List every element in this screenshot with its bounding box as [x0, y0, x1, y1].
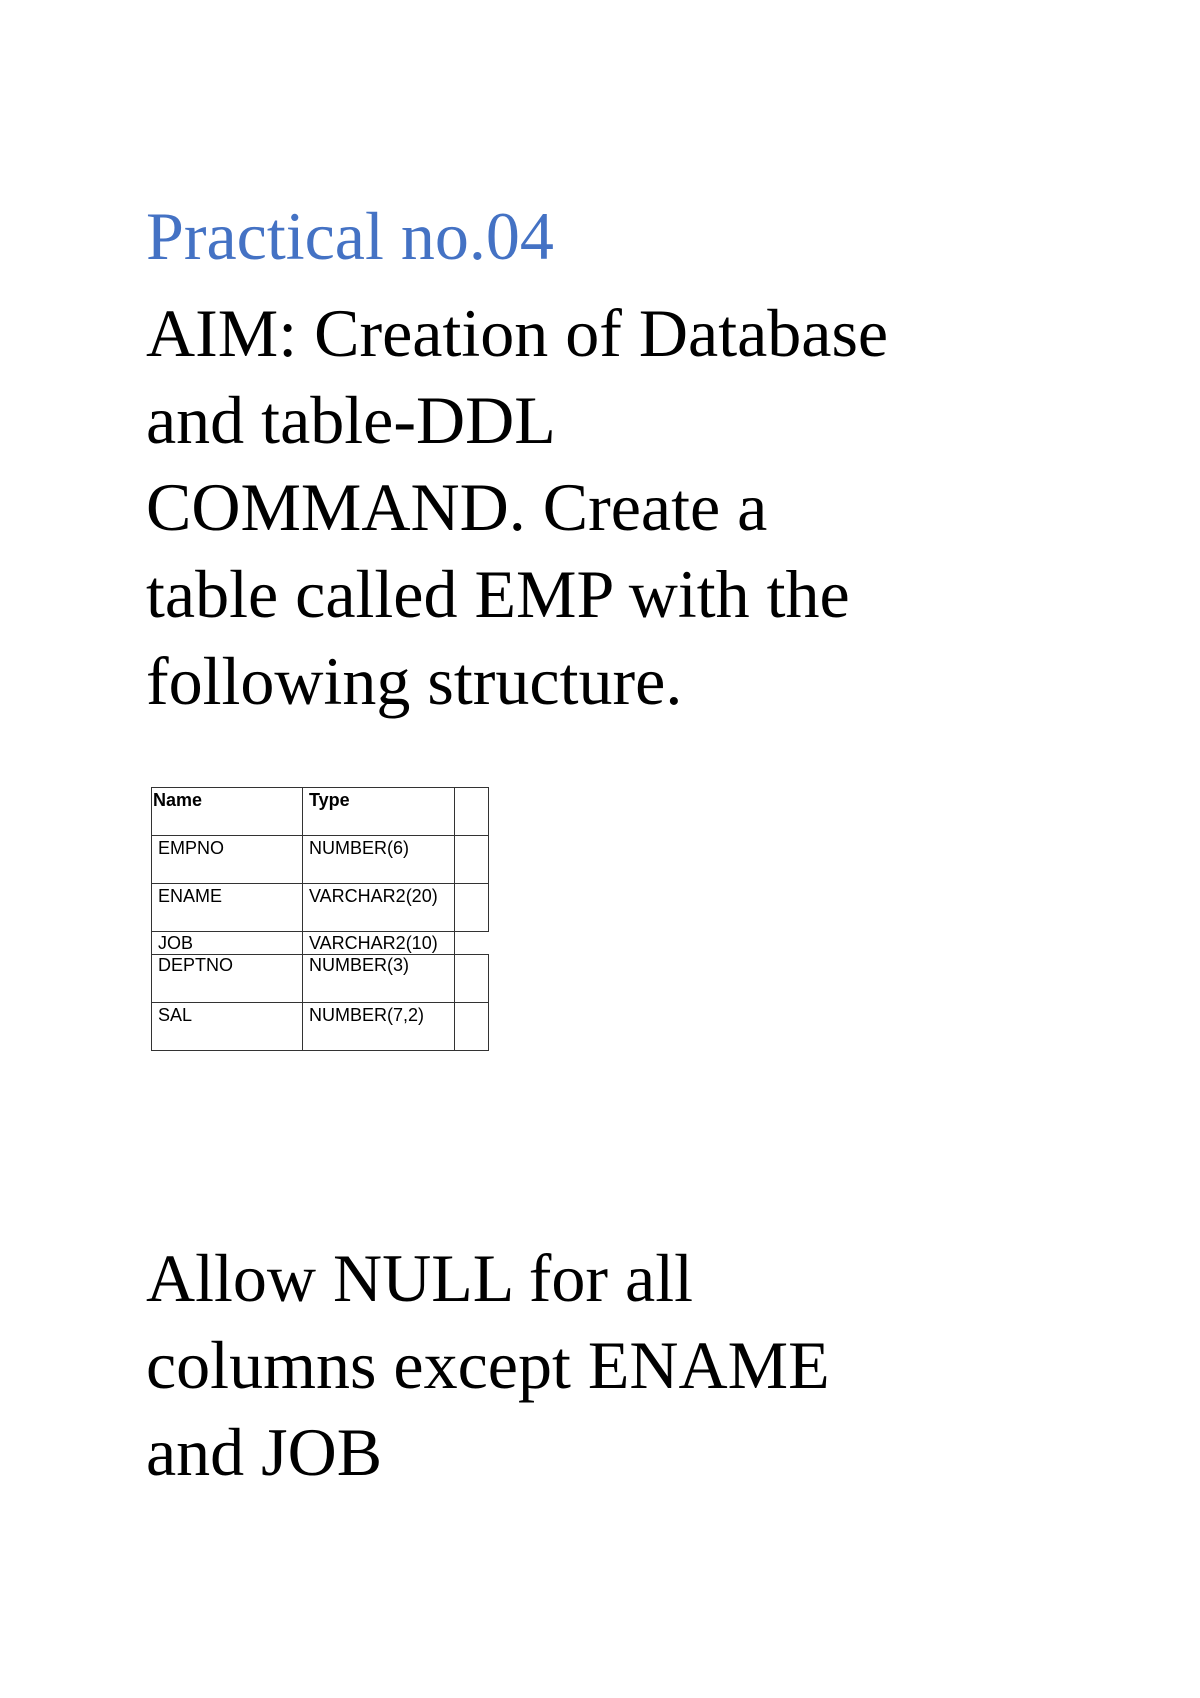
cell-extra — [455, 836, 488, 883]
cell-name: ENAME — [152, 884, 303, 931]
table-row: DEPTNO NUMBER(3) — [151, 954, 489, 1003]
aim-paragraph: AIM: Creation of Database and table-DDL … — [146, 290, 1146, 725]
cell-type: VARCHAR2(10) — [309, 933, 438, 953]
table-row: EMPNO NUMBER(6) — [151, 835, 489, 884]
header-type: Type — [303, 788, 455, 835]
table-row: ENAME VARCHAR2(20) — [151, 883, 489, 932]
cell-type: NUMBER(6) — [303, 836, 455, 883]
cell-extra — [455, 955, 488, 1002]
header-name: Name — [152, 788, 303, 835]
table-row: SAL NUMBER(7,2) — [151, 1002, 489, 1051]
cell-type: NUMBER(7,2) — [303, 1003, 455, 1050]
cell-name: DEPTNO — [152, 955, 303, 1002]
note-line: columns except ENAME — [146, 1327, 830, 1403]
table-row: JOB VARCHAR2(10) — [151, 931, 455, 955]
emp-structure-table: Name Type EMPNO NUMBER(6) ENAME VARCHAR2… — [151, 787, 489, 1051]
aim-line: and table-DDL — [146, 382, 556, 458]
cell-type: NUMBER(3) — [303, 955, 455, 1002]
table-header-row: Name Type — [151, 787, 489, 836]
page-title: Practical no.04 — [146, 198, 554, 274]
note-line: Allow NULL for all — [146, 1240, 694, 1316]
cell-extra — [455, 884, 488, 931]
aim-line: AIM: Creation of Database — [146, 295, 889, 371]
aim-line: following structure. — [146, 643, 683, 719]
aim-line: COMMAND. Create a — [146, 469, 768, 545]
aim-line: table called EMP with the — [146, 556, 850, 632]
cell-name: JOB — [152, 931, 303, 955]
cell-name: EMPNO — [152, 836, 303, 883]
null-constraint-note: Allow NULL for all columns except ENAME … — [146, 1235, 1146, 1496]
cell-type: VARCHAR2(20) — [303, 884, 455, 931]
note-line: and JOB — [146, 1414, 383, 1490]
cell-name: SAL — [152, 1003, 303, 1050]
header-extra — [455, 788, 488, 835]
cell-extra — [455, 1003, 488, 1050]
